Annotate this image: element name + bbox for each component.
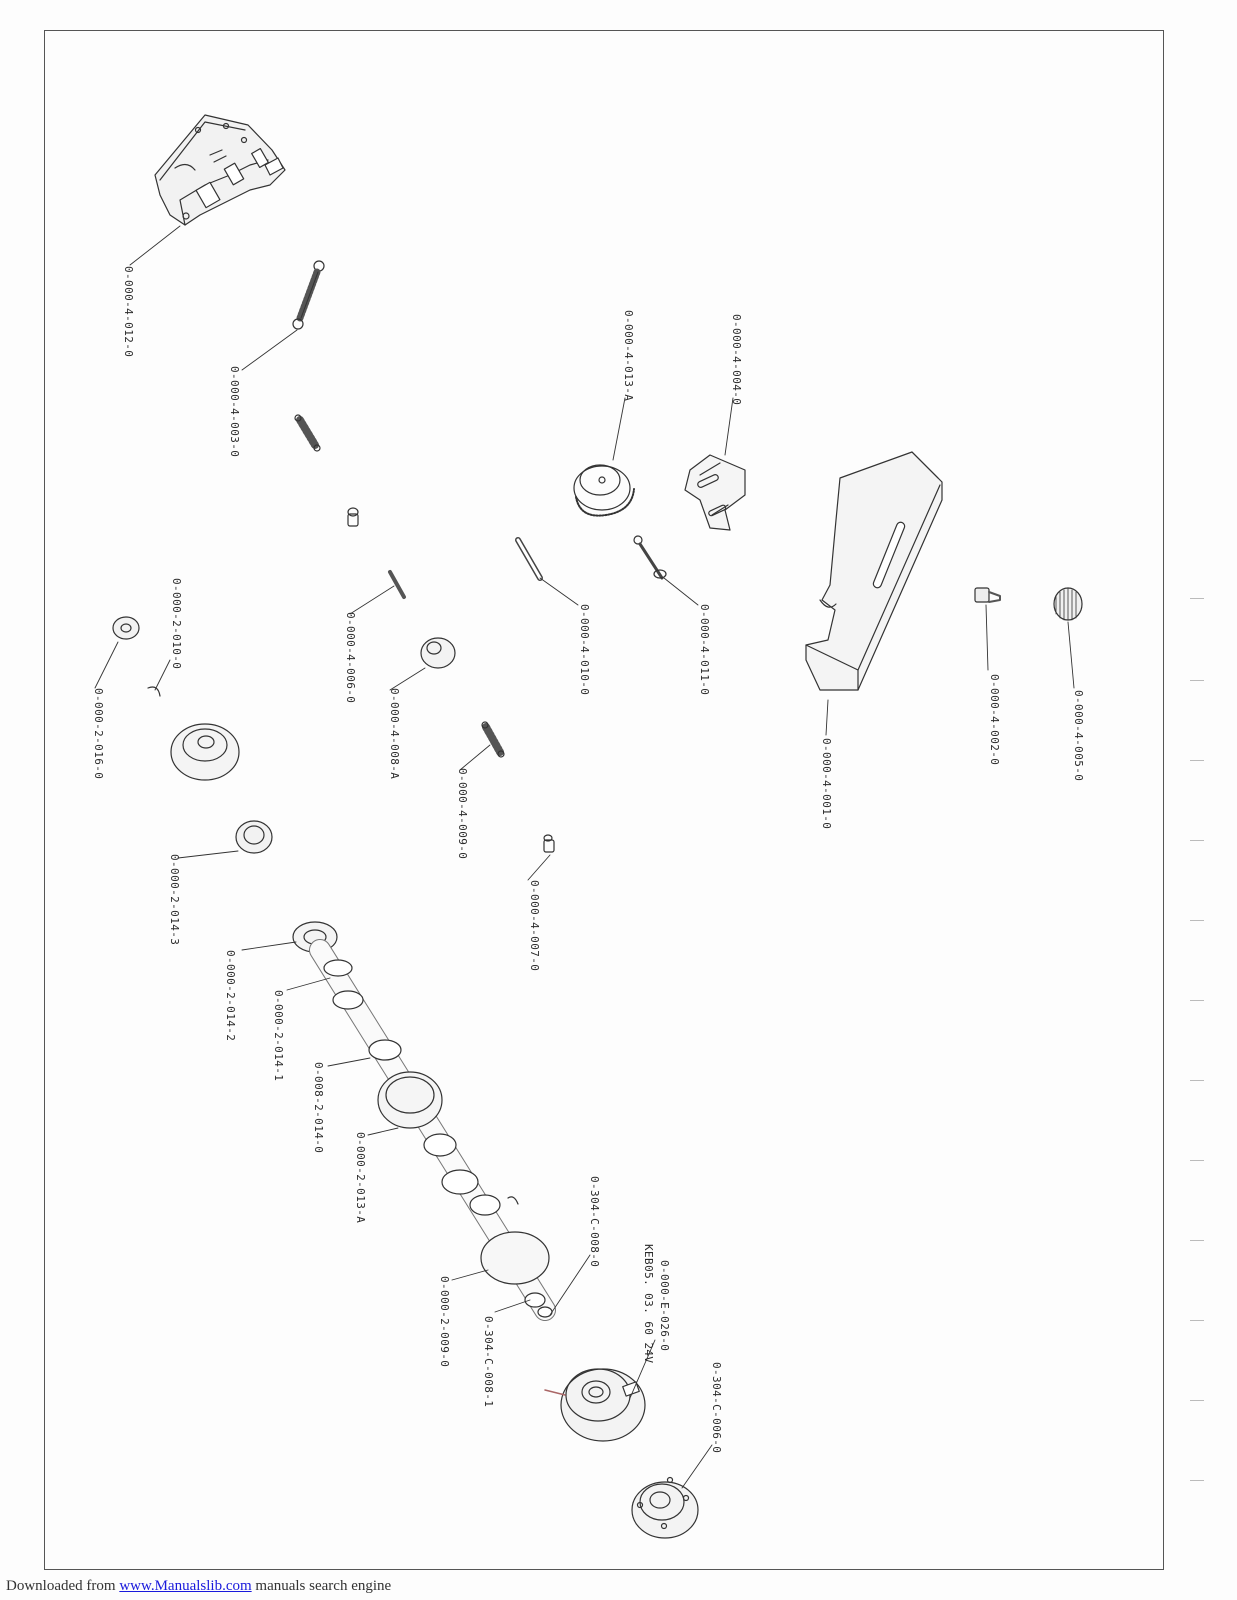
- part-label: 0-000-2-016-0: [92, 688, 105, 780]
- footer-prefix: Downloaded from: [6, 1578, 120, 1594]
- leader-line: [349, 585, 395, 615]
- footer-suffix: manuals search engine: [251, 1578, 392, 1594]
- leader-line: [94, 641, 119, 689]
- thumb-screw-drawing: [974, 587, 1001, 603]
- pin-drawing: [388, 570, 406, 599]
- part-label: 0-000-4-001-0: [820, 738, 833, 830]
- margin-tick: [1190, 680, 1204, 681]
- leader-line: [459, 744, 491, 771]
- adjust-screw-drawing: [633, 535, 667, 580]
- part-label: 0-304-C-008-0: [588, 1176, 601, 1268]
- bracket-part-drawing: [154, 114, 286, 226]
- leader-line: [494, 1299, 531, 1313]
- part-label: 0-000-4-007-0: [528, 880, 541, 972]
- part-label: 0-304-C-008-1: [482, 1316, 495, 1408]
- clip-drawing: [147, 686, 161, 697]
- margin-tick: [1190, 840, 1204, 841]
- guide-plate-drawing: [805, 451, 943, 691]
- leader-line: [724, 397, 734, 456]
- margin-tick: [1190, 598, 1204, 599]
- part-label: 0-000-4-009-0: [456, 768, 469, 860]
- angle-bracket-drawing: [684, 454, 746, 531]
- leader-line: [154, 659, 171, 691]
- drawing-frame: [44, 30, 1164, 1570]
- part-label: 0-000-E-026-0: [658, 1260, 671, 1352]
- leader-line: [825, 699, 829, 736]
- leader-line: [177, 850, 239, 859]
- margin-tick: [1190, 1400, 1204, 1401]
- part-label: 0-000-2-014-2: [224, 950, 237, 1042]
- leader-line: [451, 1269, 489, 1281]
- margin-tick: [1190, 1480, 1204, 1481]
- margin-tick: [1190, 1000, 1204, 1001]
- part-label-spec: KEB05. 03. 60 24V: [642, 1244, 655, 1364]
- leader-line: [286, 977, 331, 991]
- part-label: 0-008-2-014-0: [312, 1062, 325, 1154]
- leader-line: [612, 397, 626, 461]
- part-label: 0-000-2-013-A: [354, 1132, 367, 1224]
- leader-line: [539, 577, 579, 606]
- shaft-drawing: [515, 537, 543, 581]
- margin-tick: [1190, 1240, 1204, 1241]
- part-label: 0-000-4-003-0: [228, 366, 241, 458]
- knurled-wheel-drawing: [573, 464, 635, 517]
- roller-drawing: [420, 637, 456, 669]
- part-label: 0-000-2-010-0: [170, 578, 183, 670]
- leader-line: [629, 1339, 656, 1399]
- leader-line: [327, 1057, 371, 1067]
- manualslib-link[interactable]: www.Manualslib.com: [119, 1578, 252, 1594]
- part-label: 0-000-4-006-0: [344, 612, 357, 704]
- compression-spring-drawing: [294, 414, 321, 452]
- leader-line: [681, 1444, 713, 1489]
- part-label: 0-000-2-009-0: [438, 1276, 451, 1368]
- small-spring-drawing: [481, 721, 505, 758]
- stud-drawing: [347, 507, 359, 527]
- small-stud-drawing: [543, 834, 555, 853]
- part-label: 0-000-2-014-1: [272, 990, 285, 1082]
- margin-tick: [1190, 1160, 1204, 1161]
- washer-drawing: [112, 616, 140, 640]
- pulley-drawing: [170, 723, 240, 781]
- leader-line: [527, 854, 551, 881]
- part-label: 0-000-4-013-A: [622, 310, 635, 402]
- margin-tick: [1190, 760, 1204, 761]
- leader-line: [663, 577, 699, 606]
- part-label: 0-000-4-004-0: [730, 314, 743, 406]
- leader-line: [1067, 621, 1075, 689]
- part-label: 0-304-C-006-0: [710, 1362, 723, 1454]
- flange-drawing: [631, 1476, 699, 1539]
- download-footer: Downloaded from www.Manualslib.com manua…: [6, 1578, 391, 1595]
- leader-line: [367, 1127, 399, 1136]
- part-label: 0-000-4-008-A: [388, 688, 401, 780]
- knurled-knob-drawing: [1053, 587, 1083, 621]
- main-shaft-assembly-drawing: [292, 921, 556, 1321]
- leader-line: [129, 225, 181, 266]
- part-label: 0-000-4-010-0: [578, 604, 591, 696]
- electromagnetic-clutch-drawing: [544, 1368, 646, 1442]
- part-label: 0-000-4-012-0: [122, 266, 135, 358]
- tension-spring-drawing: [292, 260, 325, 330]
- part-label: 0-000-4-011-0: [698, 604, 711, 696]
- part-label: 0-000-2-014-3: [168, 854, 181, 946]
- bushing-drawing: [235, 820, 273, 854]
- leader-line: [985, 604, 989, 671]
- part-label: 0-000-4-002-0: [988, 674, 1001, 766]
- leader-line: [389, 667, 426, 691]
- leader-line: [241, 329, 298, 371]
- margin-tick: [1190, 920, 1204, 921]
- margin-tick: [1190, 1080, 1204, 1081]
- margin-tick: [1190, 1320, 1204, 1321]
- part-label: 0-000-4-005-0: [1072, 690, 1085, 782]
- leader-line: [549, 1254, 591, 1316]
- leader-line: [241, 941, 297, 951]
